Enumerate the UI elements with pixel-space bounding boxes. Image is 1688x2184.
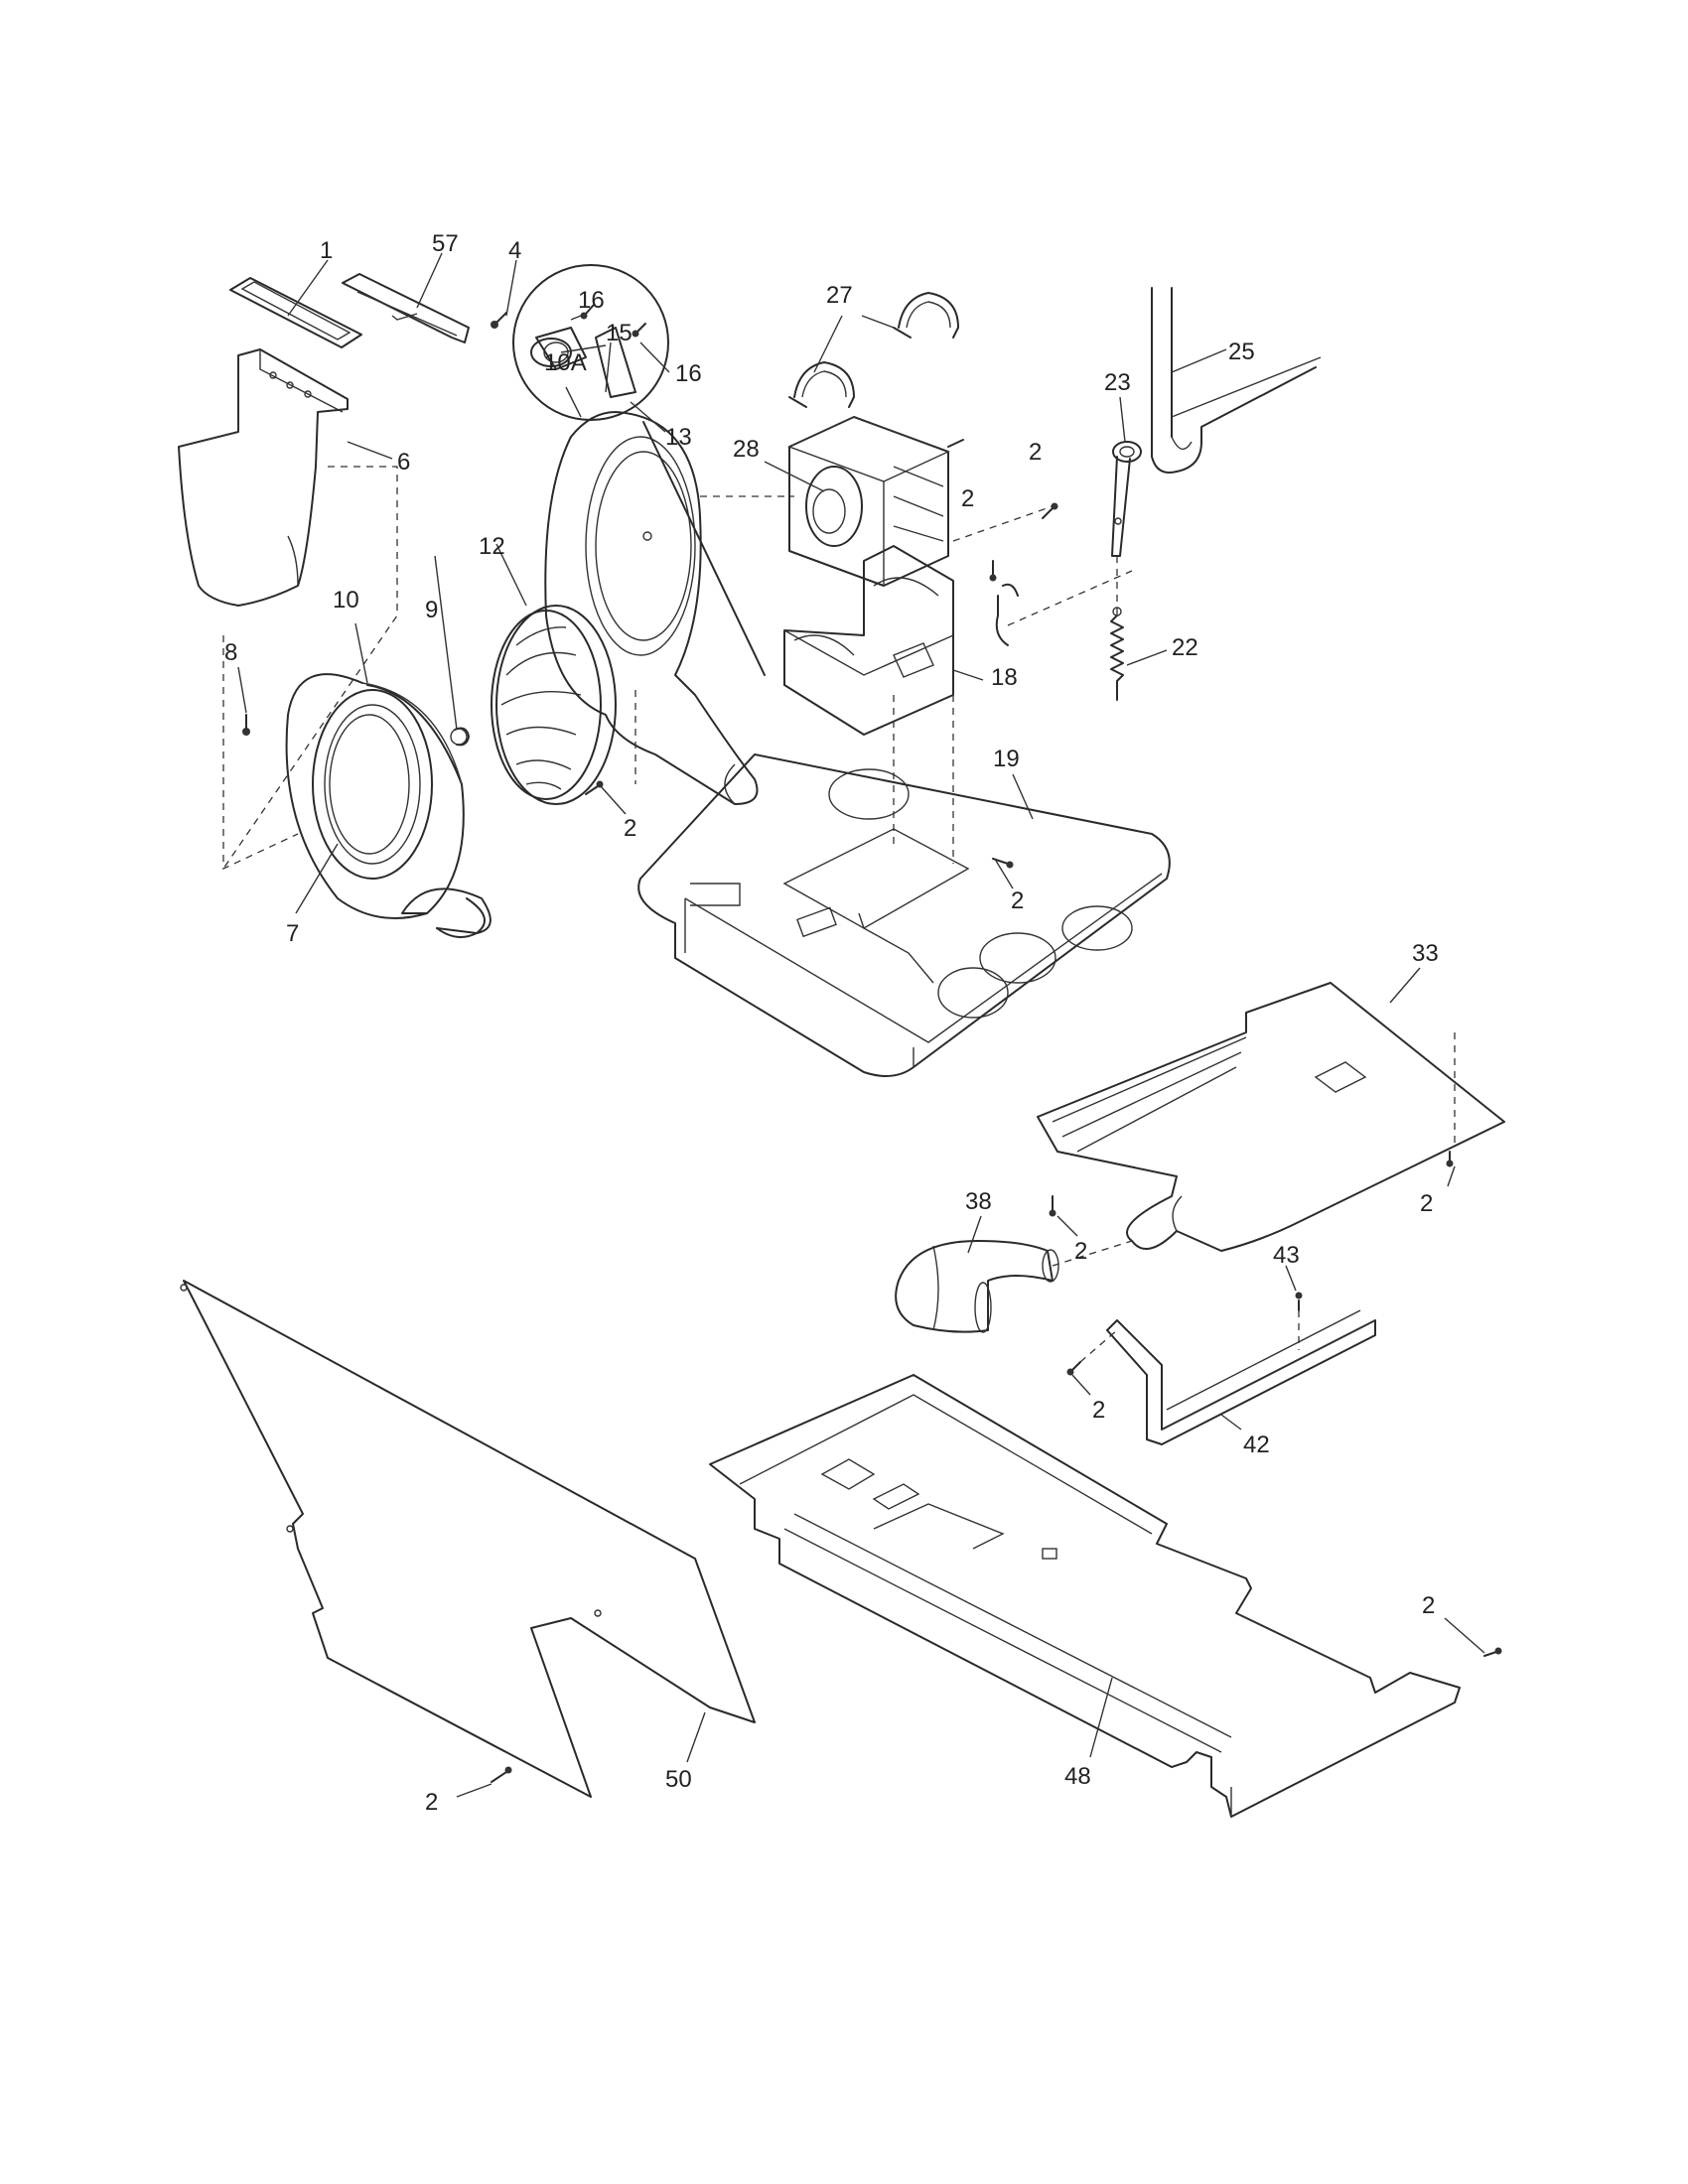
part-8-screw xyxy=(242,714,250,736)
callout-2-motor-mid: 2 xyxy=(961,485,974,512)
callout-2-motor-right: 2 xyxy=(1029,439,1042,466)
guide-line-elbow xyxy=(1052,1240,1133,1267)
part-9-clip xyxy=(450,727,470,747)
part-19-base-pan xyxy=(637,753,1171,1077)
part-1-vent-grille xyxy=(229,277,362,348)
guide-line-housing xyxy=(222,635,299,871)
callout-4: 4 xyxy=(508,237,521,264)
part-2-screw-duct-a xyxy=(1446,1151,1454,1167)
callout-42: 42 xyxy=(1243,1432,1270,1458)
callout-7: 7 xyxy=(286,920,299,947)
part-50-access-panel xyxy=(180,1280,756,1798)
callout-10: 10 xyxy=(333,587,359,614)
callout-16-top: 16 xyxy=(578,287,605,314)
part-22-tension-spring xyxy=(1110,607,1124,701)
callout-2-base-right: 2 xyxy=(1011,887,1024,914)
part-2-screw-motor-b xyxy=(989,560,997,582)
part-2-screw-frame xyxy=(1483,1647,1502,1657)
callout-25: 25 xyxy=(1228,339,1255,365)
part-2-screw-bracket xyxy=(1066,1361,1081,1376)
callout-23: 23 xyxy=(1104,369,1131,396)
callout-43: 43 xyxy=(1273,1242,1300,1269)
part-48-base-frame xyxy=(709,1374,1461,1818)
callout-2-panel: 2 xyxy=(425,1789,438,1816)
part-42-support-bracket xyxy=(1106,1309,1376,1445)
callout-22: 22 xyxy=(1172,634,1198,661)
part-2-screw-motor-a xyxy=(1042,502,1058,519)
part-10A-blower-housing-rear xyxy=(544,411,759,805)
part-33-exhaust-duct-plate xyxy=(1037,982,1505,1252)
callout-12: 12 xyxy=(479,533,505,560)
part-18-motor-mount xyxy=(783,545,954,736)
part-43-screw xyxy=(1295,1292,1303,1311)
callout-labels: 1 57 4 16 15 16 13 27 23 25 2 28 2 6 10A… xyxy=(224,230,1439,1816)
part-4-screw xyxy=(491,312,507,329)
part-38-elbow-duct xyxy=(895,1240,1059,1333)
callout-2-frame: 2 xyxy=(1422,1592,1435,1619)
callout-1: 1 xyxy=(320,237,333,264)
part-25-drive-belt xyxy=(1151,287,1322,474)
callout-27: 27 xyxy=(826,282,853,309)
part-10-blower-housing-front xyxy=(285,673,492,938)
link-line-bracket xyxy=(642,421,766,676)
callout-48: 48 xyxy=(1064,1763,1091,1790)
callout-13: 13 xyxy=(665,424,692,451)
callout-38: 38 xyxy=(965,1188,992,1215)
callout-6: 6 xyxy=(397,449,410,476)
callout-19: 19 xyxy=(993,746,1020,772)
guide-line-motor-3 xyxy=(1007,570,1133,626)
part-6-exhaust-duct xyxy=(178,348,349,607)
guide-line-bracket-2 xyxy=(1079,1329,1118,1363)
callout-2-duct-right: 2 xyxy=(1420,1190,1433,1217)
callout-2-bracket: 2 xyxy=(1092,1397,1105,1424)
part-2-screw-panel xyxy=(491,1766,512,1783)
part-12-blower-wheel xyxy=(491,605,617,805)
callout-9: 9 xyxy=(425,597,438,623)
callout-18: 18 xyxy=(991,664,1018,691)
part-57-bracket xyxy=(342,273,470,343)
part-2-screw-base-b xyxy=(992,858,1014,869)
leader-lines xyxy=(237,252,1485,1798)
callout-15: 15 xyxy=(606,320,633,346)
callout-50: 50 xyxy=(665,1766,692,1793)
callout-33: 33 xyxy=(1412,940,1439,967)
part-23-idler-arm xyxy=(1111,441,1142,557)
guide-line-duct xyxy=(222,466,398,870)
callout-57: 57 xyxy=(432,230,459,257)
part-small-link xyxy=(995,583,1019,646)
callout-28: 28 xyxy=(733,436,760,463)
callout-10A: 10A xyxy=(544,349,587,376)
part-28-drive-motor xyxy=(787,416,964,587)
part-2-screw-duct-b xyxy=(1049,1195,1056,1217)
part-27-motor-straps xyxy=(788,292,959,408)
part-2-screw-base-a xyxy=(585,780,604,795)
callout-2-elbow: 2 xyxy=(1074,1238,1087,1265)
callout-16-right: 16 xyxy=(675,360,702,387)
callout-8: 8 xyxy=(224,639,237,666)
callout-2-base-left: 2 xyxy=(624,815,636,842)
guide-line-motor-2 xyxy=(952,505,1054,542)
detail-inset-sensor xyxy=(512,264,669,421)
